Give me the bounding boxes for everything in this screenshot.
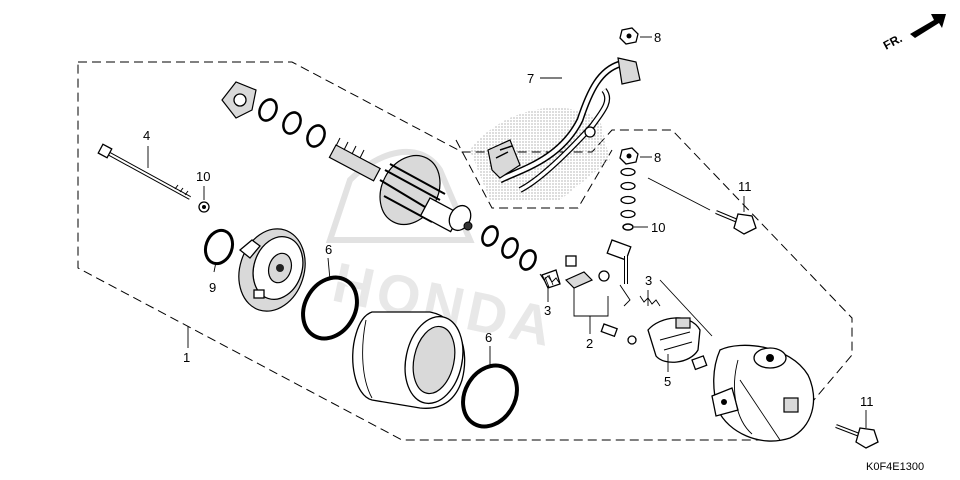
part-10-washer-left [198, 201, 210, 213]
callout-6-left: 6 [325, 242, 332, 257]
terminal-bolt-assembly [606, 239, 632, 307]
callout-1: 1 [183, 350, 190, 365]
part-9-o-ring [203, 228, 235, 266]
callout-3-right: 3 [645, 273, 652, 288]
armature [328, 137, 473, 233]
callout-labels: 4 10 9 1 6 6 7 8 8 10 3 3 2 5 11 11 [143, 30, 874, 409]
callout-7: 7 [527, 71, 534, 86]
part-6-o-ring-left [301, 275, 359, 341]
callout-10-right: 10 [651, 220, 665, 235]
terminal-washer-stack [620, 167, 636, 219]
part-2-brush-set [541, 255, 637, 345]
part-5-brush-holder [647, 317, 708, 371]
lock-plate-and-washers [221, 81, 326, 148]
part-4-long-bolt [97, 143, 191, 200]
callout-2: 2 [586, 336, 593, 351]
part-6-o-ring-right [461, 363, 519, 429]
callout-8-mid: 8 [654, 150, 661, 165]
front-direction-indicator: FR. [881, 14, 946, 53]
part-7-wire-harness [487, 57, 641, 193]
part-8-nut-top [619, 27, 639, 45]
callout-3-left: 3 [544, 303, 551, 318]
front-arrow-icon [910, 14, 946, 38]
callout-5: 5 [664, 374, 671, 389]
callout-11-lower: 11 [860, 394, 874, 409]
part-10-washer-right [622, 223, 634, 231]
part-11-bolt-upper [715, 210, 757, 235]
part-8-nut-mid [619, 147, 639, 165]
part-3-spring-right [639, 295, 661, 307]
part-3-spring-left [539, 273, 561, 285]
rear-cover [711, 344, 815, 442]
callout-10-left: 10 [196, 169, 210, 184]
assembly-outline-main [77, 61, 853, 441]
harness-outline [455, 139, 613, 209]
motor-yoke [352, 311, 466, 409]
leader-lines [147, 36, 867, 441]
callout-11-upper: 11 [738, 179, 752, 194]
callout-9: 9 [209, 280, 216, 295]
callout-4: 4 [143, 128, 150, 143]
armature-washers [481, 225, 537, 271]
figure-code: K0F4E1300 [866, 461, 924, 473]
front-cover [238, 228, 306, 312]
callout-8-top: 8 [654, 30, 661, 45]
front-direction-label: FR. [881, 31, 905, 52]
part-11-bolt-lower [835, 424, 879, 449]
callout-6-right: 6 [485, 330, 492, 345]
